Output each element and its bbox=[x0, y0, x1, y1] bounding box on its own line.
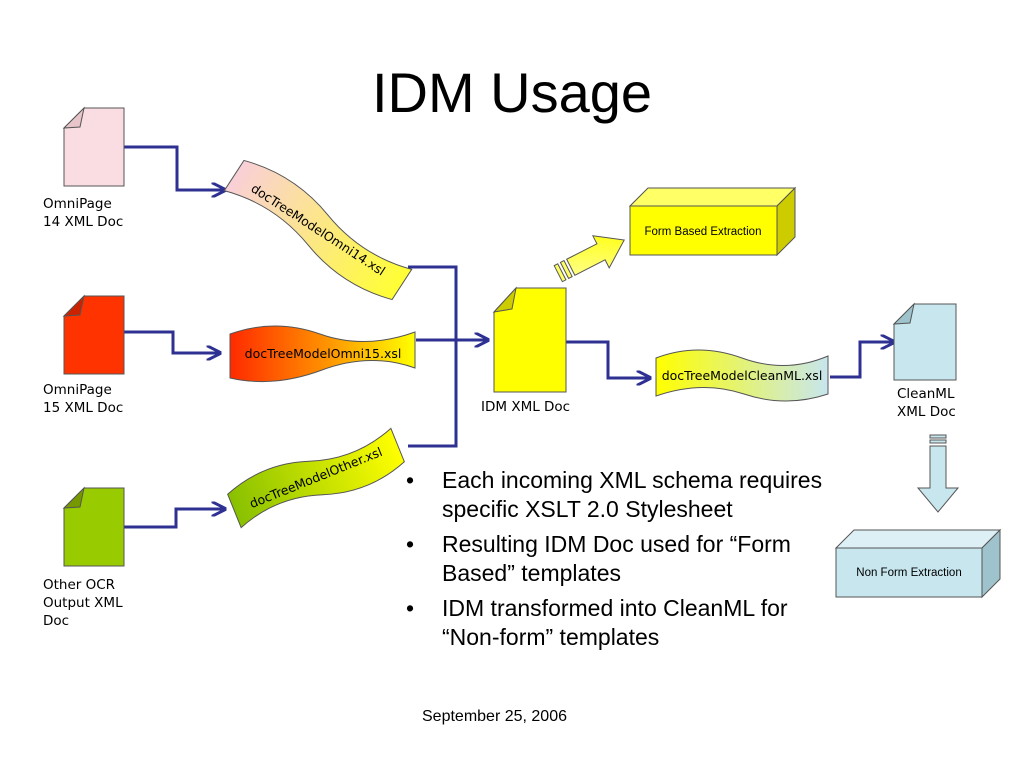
connector-omni14-to-xsl bbox=[124, 145, 225, 190]
bullet-item: Resulting IDM Doc used for “Form Based” … bbox=[406, 530, 836, 588]
connector-xsl14-to-idm bbox=[408, 265, 458, 340]
xsl-omni14-banner bbox=[223, 159, 413, 301]
xsl-omni15-label: docTreeModelOmni15.xsl bbox=[245, 346, 402, 361]
connector-xsl-other-to-idm bbox=[408, 340, 458, 448]
connector-other-to-xsl bbox=[124, 509, 225, 529]
omni14-doc-label: OmniPage 14 XML Doc bbox=[43, 196, 124, 230]
idm-document-icon bbox=[492, 286, 567, 393]
xsl-cleanml-label: docTreeModelCleanML.xsl bbox=[662, 368, 823, 383]
cleanml-document-icon bbox=[892, 302, 957, 381]
footer-date: September 25, 2006 bbox=[422, 708, 567, 725]
omni15-document-icon bbox=[62, 294, 125, 375]
bullet-item: IDM transformed into CleanML for “Non-fo… bbox=[406, 594, 836, 652]
bullet-list: Each incoming XML schema requires specif… bbox=[406, 466, 836, 658]
nonform-extraction-arrow-icon bbox=[916, 434, 960, 513]
nonform-extraction-box bbox=[834, 528, 1002, 599]
form-extraction-arrow-icon bbox=[553, 235, 625, 283]
connector-cleanml-xsl-to-cleanml-doc bbox=[830, 342, 894, 379]
cleanml-doc-label: CleanML XML Doc bbox=[897, 386, 956, 420]
xsl-omni14-label: docTreeModelOmni14.xsl bbox=[248, 181, 388, 279]
xsl-omni15-banner bbox=[229, 325, 416, 383]
omni14-document-icon bbox=[62, 106, 125, 187]
nonform-extraction-label: Non Form Extraction bbox=[856, 567, 961, 579]
form-extraction-box bbox=[628, 186, 797, 257]
xsl-other-banner bbox=[227, 427, 405, 529]
bullet-item: Each incoming XML schema requires specif… bbox=[406, 466, 836, 524]
slide-title: IDM Usage bbox=[371, 61, 653, 124]
connector-idm-to-cleanml-xsl bbox=[566, 340, 650, 378]
omni15-doc-label: OmniPage 15 XML Doc bbox=[43, 382, 124, 416]
other-ocr-doc-label: Other OCR Output XML Doc bbox=[43, 577, 123, 629]
idm-doc-label: IDM XML Doc bbox=[481, 399, 571, 415]
form-extraction-label: Form Based Extraction bbox=[645, 226, 762, 238]
connector-omni15-to-xsl bbox=[124, 330, 220, 353]
xsl-cleanml-banner bbox=[655, 349, 829, 402]
other-ocr-document-icon bbox=[62, 486, 125, 567]
